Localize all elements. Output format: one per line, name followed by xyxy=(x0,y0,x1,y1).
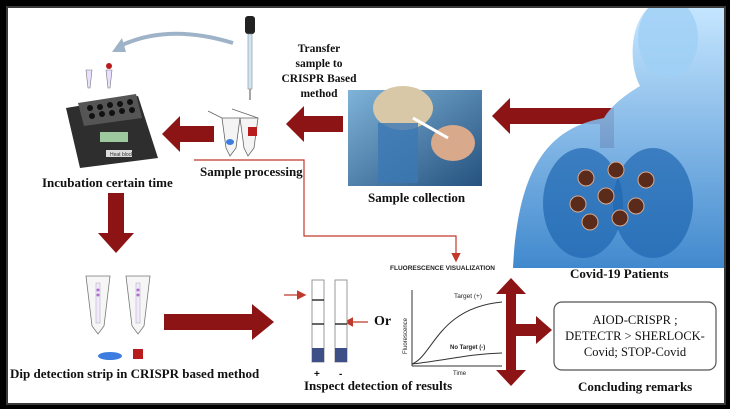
figure-frame: Heat block xyxy=(6,6,726,405)
target-positive-label: Target (+) xyxy=(454,293,482,300)
heat-block-device: Heat block xyxy=(66,63,158,168)
sample-collection-label: Sample collection xyxy=(368,190,466,205)
heat-block-label: Heat block xyxy=(110,152,134,158)
covid-patients-label: Covid-19 Patients xyxy=(570,266,669,281)
target-positive-curve xyxy=(411,301,503,365)
result-strips xyxy=(311,279,348,363)
diagram-canvas: Heat block xyxy=(66,8,724,386)
thick-arrows xyxy=(98,98,614,386)
thin-connector-arrow xyxy=(194,159,461,263)
dip-detection-label: Dip detection strip in CRISPR based meth… xyxy=(10,366,260,381)
strip-plus-label: + xyxy=(314,369,320,380)
target-negative-label: No Target (-) xyxy=(450,345,485,351)
remark-line: AIOD-CRISPR ; xyxy=(592,313,678,327)
inspect-label: Inspect detection of results xyxy=(304,378,453,393)
remark-line: DETECTR > SHERLOCK- xyxy=(565,329,705,343)
pipette xyxy=(245,16,255,100)
fluorescence-axis-label: Fluorescence xyxy=(403,317,409,354)
sample-processing-tubes xyxy=(207,108,259,157)
concluding-label: Concluding remarks xyxy=(578,379,693,394)
patient-body xyxy=(513,8,724,268)
transfer-label: Transfer sample to CRISPR Based method xyxy=(281,43,357,100)
sample-processing-label: Sample processing xyxy=(200,164,303,179)
time-axis-label: Time xyxy=(453,371,467,377)
dip-strip-tubes xyxy=(85,275,151,360)
remarks-box xyxy=(553,301,717,371)
sample-collection-photo xyxy=(348,86,482,186)
fluorescence-plot: FLUORESCENCE VISUALIZATION Target (+) No… xyxy=(390,265,503,377)
remarks-text: AIOD-CRISPR ; DETECTR > SHERLOCK- Covid;… xyxy=(556,312,714,360)
curved-transfer-arrow xyxy=(119,31,234,48)
fluorescence-title: FLUORESCENCE VISUALIZATION xyxy=(390,265,495,272)
strip-minus-label: - xyxy=(339,369,342,380)
or-label: Or xyxy=(374,314,392,329)
target-negative-curve xyxy=(411,352,503,365)
incubation-label: Incubation certain time xyxy=(42,175,173,190)
remark-line: Covid; STOP-Covid xyxy=(583,345,687,359)
